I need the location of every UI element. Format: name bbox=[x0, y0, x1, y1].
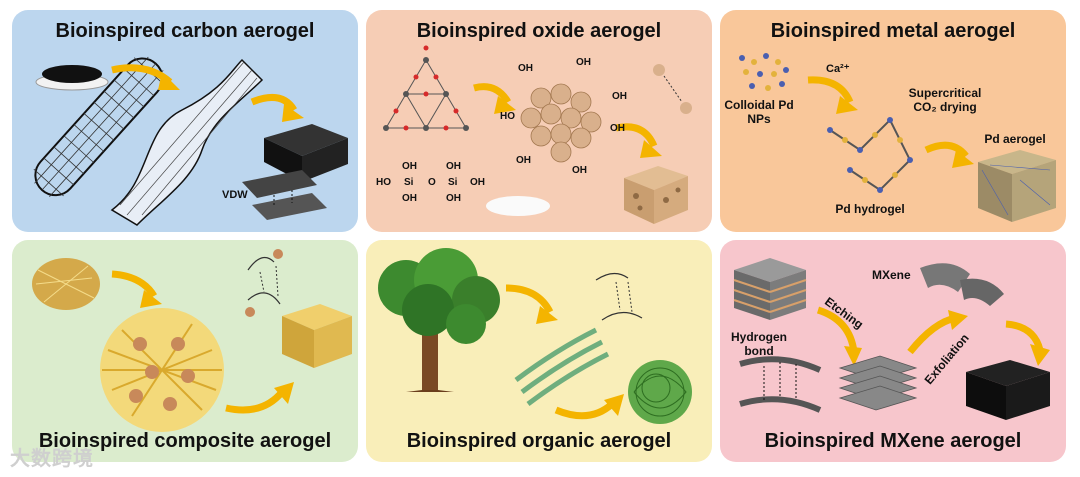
panel-title: Bioinspired MXene aerogel bbox=[720, 430, 1066, 453]
pd-hydrogel-label: Pd hydrogel bbox=[830, 202, 910, 216]
panel-carbon-aerogel: Bioinspired carbon aerogel bbox=[12, 10, 358, 232]
ho-label: HO bbox=[500, 110, 515, 124]
panel-metal-aerogel: Bioinspired metal aerogel Ca²⁺ C bbox=[720, 10, 1066, 232]
colloidal-pd-label: Colloidal Pd NPs bbox=[724, 98, 794, 126]
panel-title: Bioinspired organic aerogel bbox=[366, 430, 712, 453]
oh-label: OH bbox=[446, 160, 461, 174]
oh-label: OH bbox=[470, 176, 485, 190]
si-label: Si bbox=[448, 176, 457, 190]
organic-illustration bbox=[366, 240, 712, 462]
oh-label: OH bbox=[516, 154, 531, 168]
composite-illustration bbox=[12, 240, 358, 462]
oh-label: OH bbox=[518, 62, 533, 76]
oh-label: OH bbox=[402, 160, 417, 174]
oh-label: OH bbox=[612, 90, 627, 104]
oh-label: OH bbox=[572, 164, 587, 178]
oh-label: OH bbox=[610, 122, 625, 136]
supercritical-label: Supercritical CO₂ drying bbox=[900, 86, 990, 114]
oh-label: OH bbox=[576, 56, 591, 70]
ho-label: HO bbox=[376, 176, 391, 190]
panel-organic-aerogel: Bioinspired organic aerogel bbox=[366, 240, 712, 462]
mxene-label: MXene bbox=[872, 268, 911, 282]
panel-composite-aerogel: Bioinspired composite aerogel bbox=[12, 240, 358, 462]
carbon-illustration bbox=[12, 10, 358, 232]
si-label: Si bbox=[404, 176, 413, 190]
ca2-label: Ca²⁺ bbox=[826, 62, 850, 76]
hydrogen-bond-label: Hydrogen bond bbox=[724, 330, 794, 358]
panel-oxide-aerogel: Bioinspired oxide aerogel O bbox=[366, 10, 712, 232]
watermark: 大数跨境 bbox=[10, 442, 94, 471]
oh-label: OH bbox=[402, 192, 417, 206]
o-label: O bbox=[428, 176, 436, 190]
panel-mxene-aerogel: MXene Hydrogen bond Etching Exfoliation … bbox=[720, 240, 1066, 462]
vdw-label: VDW bbox=[222, 188, 248, 202]
oh-label: OH bbox=[446, 192, 461, 206]
oxide-illustration bbox=[366, 10, 712, 232]
pd-aerogel-label: Pd aerogel bbox=[980, 132, 1050, 146]
